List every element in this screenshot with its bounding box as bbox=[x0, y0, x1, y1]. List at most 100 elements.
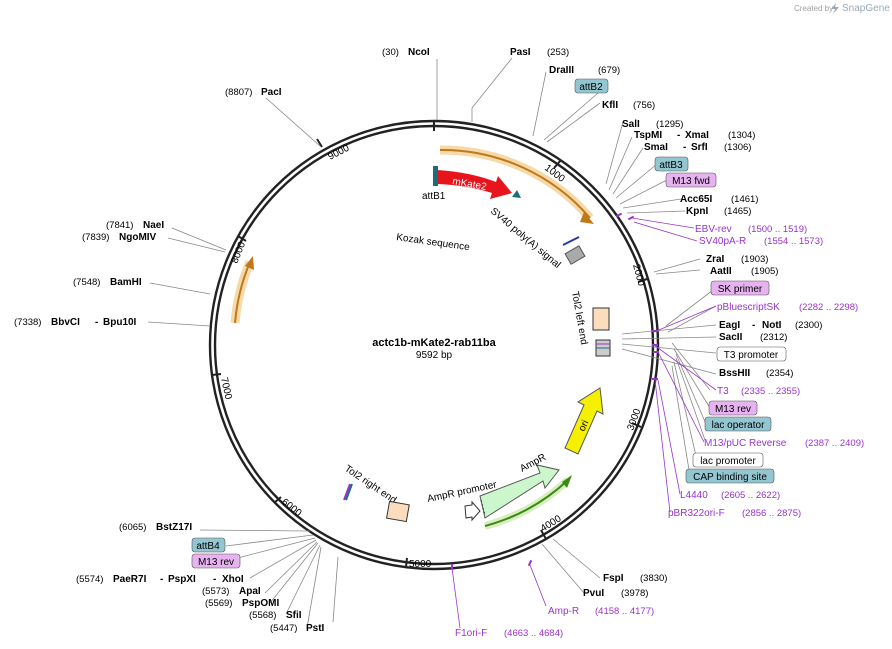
site-draiii: DraIII (679) bbox=[549, 65, 620, 76]
svg-text:Amp-R: Amp-R bbox=[548, 606, 579, 617]
svg-text:FspI: FspI bbox=[603, 573, 624, 584]
box-m13-rev-left: M13 rev bbox=[191, 553, 241, 569]
svg-text:(253): (253) bbox=[547, 47, 569, 58]
svg-text:lac operator: lac operator bbox=[712, 420, 765, 431]
snapgene-logo-icon bbox=[831, 3, 839, 14]
svg-text:(4663 .. 4684): (4663 .. 4684) bbox=[504, 628, 563, 639]
svg-text:ZraI: ZraI bbox=[706, 254, 725, 265]
svg-text:SfiI: SfiI bbox=[286, 610, 302, 621]
svg-text:(1306): (1306) bbox=[724, 142, 751, 153]
box-attb2: attB2 bbox=[574, 78, 609, 94]
svg-text:PstI: PstI bbox=[306, 623, 325, 634]
svg-text:(1905): (1905) bbox=[751, 266, 778, 277]
svg-text:attB4: attB4 bbox=[196, 541, 220, 552]
box-cap-binding-site: CAP binding site bbox=[685, 468, 775, 484]
tick-label-5000: 5000 bbox=[409, 559, 432, 570]
svg-text:(2282 .. 2298): (2282 .. 2298) bbox=[799, 302, 858, 313]
box-attb4: attB4 bbox=[191, 537, 226, 553]
site-bamhi: (7548) BamHI bbox=[73, 277, 142, 288]
svg-text:EBV-rev: EBV-rev bbox=[695, 224, 732, 235]
svg-text:NotI: NotI bbox=[762, 320, 782, 331]
svg-text:-: - bbox=[683, 142, 686, 153]
svg-text:BbvCI: BbvCI bbox=[51, 317, 80, 328]
svg-text:M13 rev: M13 rev bbox=[715, 404, 751, 415]
primer-pbluescriptsk: pBluescriptSK (2282 .. 2298) bbox=[717, 302, 858, 313]
site-smai: SmaI - SrfI (1306) bbox=[644, 142, 751, 153]
svg-text:(5568): (5568) bbox=[249, 610, 276, 621]
site-apai: (5573) ApaI bbox=[202, 586, 261, 597]
site-paci: (8807) PacI bbox=[225, 87, 282, 98]
ampr-feature bbox=[479, 464, 560, 519]
svg-text:(2312): (2312) bbox=[760, 332, 787, 343]
svg-text:PaeR7I: PaeR7I bbox=[113, 574, 147, 585]
svg-text:(8807): (8807) bbox=[225, 87, 252, 98]
site-aatii: AatII (1905) bbox=[710, 266, 778, 277]
svg-text:M13 rev: M13 rev bbox=[198, 557, 234, 568]
svg-text:SacII: SacII bbox=[719, 332, 743, 343]
svg-text:(6065): (6065) bbox=[119, 522, 146, 533]
ori-label: ori bbox=[577, 419, 592, 434]
svg-text:F1ori-F: F1ori-F bbox=[455, 628, 487, 639]
svg-text:(1500 .. 1519): (1500 .. 1519) bbox=[748, 224, 807, 235]
box-sk-primer: SK primer bbox=[710, 280, 770, 296]
box-lac-promoter: lac promoter bbox=[692, 452, 764, 468]
primer-marks bbox=[450, 212, 659, 571]
tol2-right-box bbox=[386, 500, 410, 523]
primer-ebv-rev: EBV-rev (1500 .. 1519) bbox=[695, 224, 807, 235]
svg-text:TspMI: TspMI bbox=[634, 130, 662, 141]
svg-text:(2856 .. 2875): (2856 .. 2875) bbox=[742, 508, 801, 519]
svg-text:(2300): (2300) bbox=[795, 320, 822, 331]
svg-text:-: - bbox=[160, 574, 163, 585]
svg-text:SalI: SalI bbox=[622, 119, 640, 130]
orf-arrow-top bbox=[439, 145, 594, 224]
site-tspmi: TspMI - XmaI (1304) bbox=[634, 130, 755, 141]
svg-text:(2605 .. 2622): (2605 .. 2622) bbox=[721, 490, 780, 501]
green-arrow bbox=[483, 475, 572, 530]
svg-text:BamHI: BamHI bbox=[110, 277, 142, 288]
box-m13-rev: M13 rev bbox=[708, 400, 758, 416]
ori-feature: ori bbox=[564, 387, 604, 455]
svg-text:-: - bbox=[677, 130, 680, 141]
svg-text:SrfI: SrfI bbox=[691, 142, 708, 153]
site-kfli: KflI (756) bbox=[602, 100, 655, 111]
box-t3-promoter: T3 promoter bbox=[716, 346, 787, 362]
svg-text:attB3: attB3 bbox=[659, 160, 683, 171]
tol2-left-label: Tol2 left end bbox=[569, 291, 589, 346]
site-bstz17i: (6065) BstZ17I bbox=[119, 522, 192, 533]
site-sfii: (5568) SfiI bbox=[249, 610, 302, 621]
primer-m13-puc-reverse: M13/pUC Reverse (2387 .. 2409) bbox=[704, 438, 864, 449]
site-kpni: KpnI (1465) bbox=[686, 206, 751, 217]
svg-text:BstZ17I: BstZ17I bbox=[156, 522, 192, 533]
svg-text:(1304): (1304) bbox=[728, 130, 755, 141]
svg-text:XmaI: XmaI bbox=[685, 130, 709, 141]
sv40-box bbox=[562, 236, 586, 265]
svg-text:-: - bbox=[95, 317, 98, 328]
site-fspi: FspI (3830) bbox=[603, 573, 667, 584]
svg-text:-: - bbox=[213, 574, 216, 585]
svg-text:PasI: PasI bbox=[510, 47, 531, 58]
svg-text:(1465): (1465) bbox=[724, 206, 751, 217]
svg-text:SV40pA-R: SV40pA-R bbox=[699, 236, 746, 247]
svg-text:(3830): (3830) bbox=[640, 573, 667, 584]
svg-text:(1554 .. 1573): (1554 .. 1573) bbox=[764, 236, 823, 247]
tol2-left-box bbox=[592, 307, 611, 357]
svg-text:(30): (30) bbox=[382, 47, 399, 58]
tick-marks bbox=[211, 121, 648, 568]
svg-text:(7548): (7548) bbox=[73, 277, 100, 288]
bottom-left-marker bbox=[343, 483, 353, 501]
credit-brand: SnapGene bbox=[842, 3, 890, 14]
svg-text:(1461): (1461) bbox=[731, 194, 758, 205]
svg-text:(756): (756) bbox=[633, 100, 655, 111]
kozak-label: Kozak sequence bbox=[396, 232, 471, 253]
svg-text:(7338): (7338) bbox=[14, 317, 41, 328]
primer-amp-r: Amp-R (4158 .. 4177) bbox=[548, 606, 654, 617]
plasmid-length: 9592 bp bbox=[416, 350, 453, 361]
site-pasi: PasI (253) bbox=[510, 47, 569, 58]
site-naei: (7841) NaeI bbox=[106, 220, 164, 231]
svg-text:(5573): (5573) bbox=[202, 586, 229, 597]
svg-text:pBR322ori-F: pBR322ori-F bbox=[668, 508, 725, 519]
svg-text:pBluescriptSK: pBluescriptSK bbox=[717, 302, 780, 313]
tick-label-6000: 6000 bbox=[279, 497, 304, 520]
svg-text:Acc65I: Acc65I bbox=[680, 194, 712, 205]
svg-text:(3978): (3978) bbox=[621, 588, 648, 599]
